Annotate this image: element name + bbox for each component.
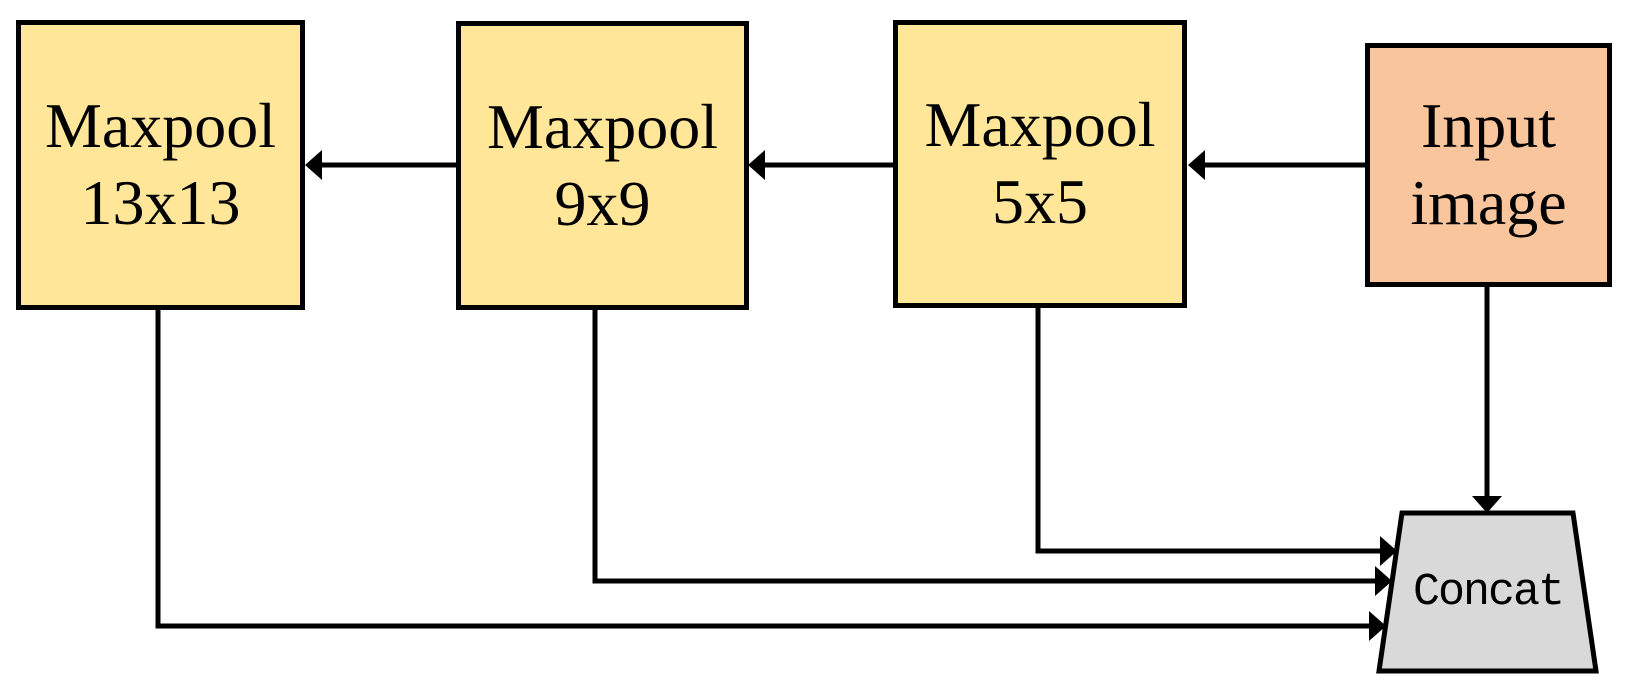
arrowhead-right-icon [1380,536,1397,566]
edge-maxpool13-to-concat [155,307,1386,641]
node-input-image: Input image [1365,43,1612,287]
arrowhead-down-icon [1472,496,1502,513]
arrowhead-right-icon [1369,611,1386,641]
edge-maxpool5-to-concat [1035,305,1397,566]
arrowhead-left-icon [305,150,322,180]
edge-maxpool9-to-maxpool13 [305,150,456,180]
node-maxpool13-label: Maxpool 13x13 [44,90,277,238]
node-input-image-label: Input image [1410,90,1567,238]
arrowhead-left-icon [1188,150,1205,180]
node-maxpool5-label: Maxpool 5x5 [924,89,1156,237]
edge-input-to-maxpool5 [1188,150,1365,180]
node-concat-label: Concat [1412,566,1565,618]
node-maxpool5: Maxpool 5x5 [893,20,1187,308]
node-maxpool13: Maxpool 13x13 [16,20,305,310]
arrowhead-left-icon [748,150,765,180]
edge-input-to-concat [1472,287,1502,513]
node-maxpool9-label: Maxpool 9x9 [486,90,719,239]
edge-maxpool5-to-maxpool9 [748,150,893,180]
arrowhead-right-icon [1375,566,1392,596]
node-maxpool9: Maxpool 9x9 [456,21,749,310]
concat-node-shape [1376,510,1599,674]
edge-maxpool9-to-concat [592,307,1392,596]
